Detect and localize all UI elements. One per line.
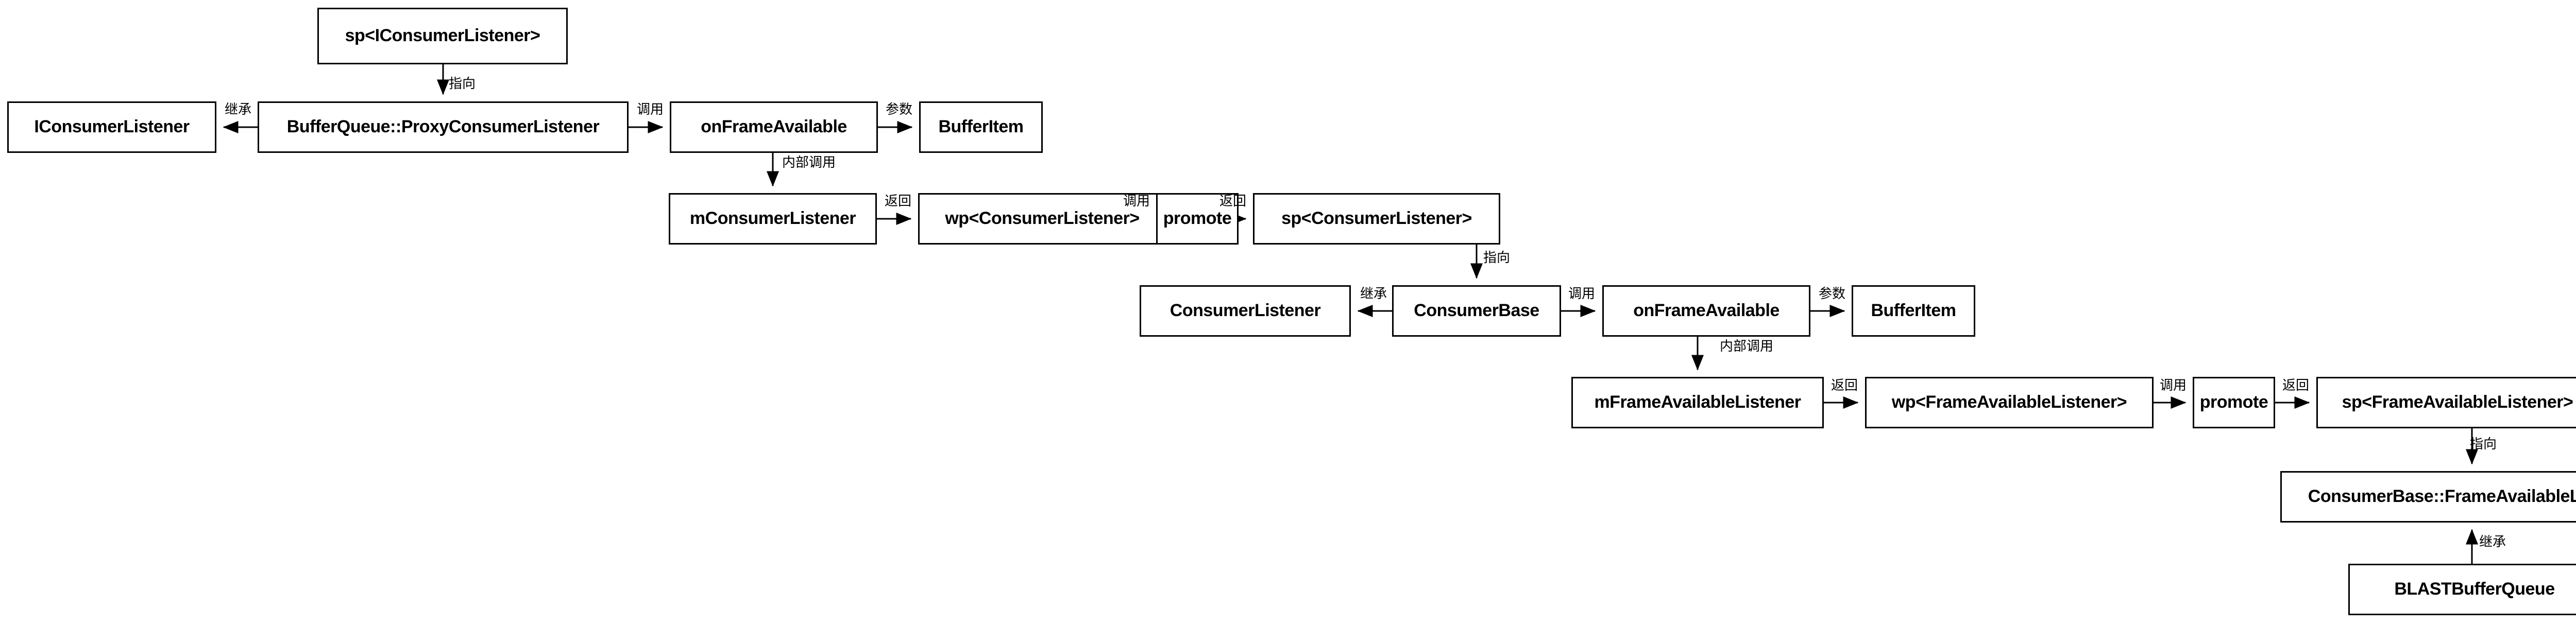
edge-label-e17: 指向 (2469, 436, 2497, 452)
node-wp_frameavailablelistener[interactable]: wp<FrameAvailableListener> (1865, 377, 2154, 428)
edge-label-e6: 返回 (884, 193, 912, 209)
edge-label-e7: 调用 (1123, 193, 1150, 209)
edge-label-e8: 返回 (1219, 193, 1247, 209)
edge-label-e5: 内部调用 (782, 154, 836, 170)
node-mframeavailablelistener[interactable]: mFrameAvailableListener (1571, 377, 1824, 428)
edge-label-e16: 返回 (2282, 377, 2310, 393)
node-consumerbase_falistener[interactable]: ConsumerBase::FrameAvailableListener (2280, 471, 2576, 523)
node-mconsumerlistener[interactable]: mConsumerListener (669, 193, 877, 245)
node-sp_frameavailablelistener[interactable]: sp<FrameAvailableListener> (2316, 377, 2576, 428)
node-proxyconsumerlistener[interactable]: BufferQueue::ProxyConsumerListener (258, 101, 629, 153)
node-promote_2[interactable]: promote (2193, 377, 2275, 428)
node-bufferitem_2[interactable]: BufferItem (1852, 285, 1975, 337)
edge-label-e12: 参数 (1818, 286, 1846, 301)
node-consumerbase[interactable]: ConsumerBase (1392, 285, 1561, 337)
node-onframeavailable_2[interactable]: onFrameAvailable (1602, 285, 1810, 337)
node-iconsumerlistener[interactable]: IConsumerListener (7, 101, 216, 153)
edge-label-e1: 指向 (448, 76, 476, 91)
edge-label-e10: 继承 (1360, 286, 1387, 301)
edge-label-e4: 参数 (885, 101, 913, 117)
edge-label-e15: 调用 (2159, 377, 2187, 393)
node-onframeavailable_1[interactable]: onFrameAvailable (670, 101, 878, 153)
edge-label-e11: 调用 (1568, 286, 1596, 301)
node-consumerlistener[interactable]: ConsumerListener (1140, 285, 1351, 337)
node-sp_iconsumerlistener[interactable]: sp<IConsumerListener> (317, 8, 568, 64)
edge-label-e18: 继承 (2479, 534, 2506, 549)
node-blastbufferqueue[interactable]: BLASTBufferQueue (2348, 564, 2576, 615)
edge-label-e14: 返回 (1831, 377, 1858, 393)
node-bufferitem_1[interactable]: BufferItem (919, 101, 1043, 153)
edge-label-e3: 调用 (636, 101, 664, 117)
node-wp_consumerlistener[interactable]: wp<ConsumerListener> (918, 193, 1166, 245)
edge-label-e9: 指向 (1483, 250, 1511, 265)
edge-label-e13: 内部调用 (1719, 338, 1774, 354)
edge-label-e2: 继承 (224, 101, 252, 117)
node-sp_consumerlistener[interactable]: sp<ConsumerListener> (1253, 193, 1500, 245)
node-promote_1[interactable]: promote (1156, 193, 1239, 245)
